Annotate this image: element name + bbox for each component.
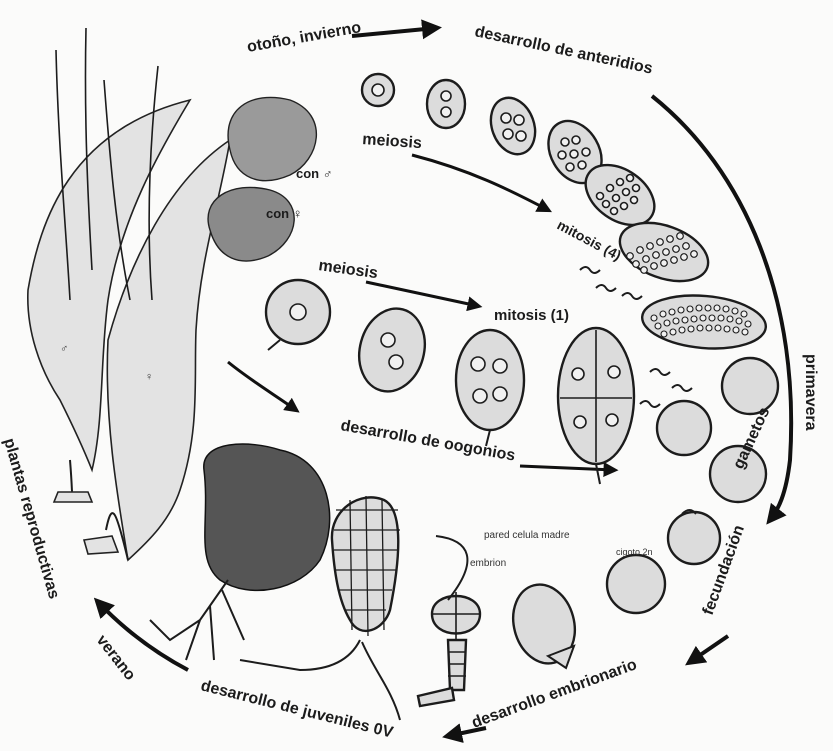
label-verano: verano bbox=[93, 632, 139, 684]
embryo-stages: pared celula madre embrion bbox=[150, 444, 583, 720]
antheridium-1 bbox=[362, 74, 394, 106]
cigoto-label: cigoto 2n bbox=[616, 547, 653, 557]
arrow-oogonios-end bbox=[520, 466, 614, 470]
oogonium-1 bbox=[266, 280, 330, 350]
gametophytes: con ♂ con ♀ bbox=[208, 97, 332, 261]
female-plant-symbol: ♀ bbox=[145, 371, 153, 383]
female-holdfast bbox=[84, 536, 118, 554]
antheridium-2 bbox=[427, 80, 465, 128]
egg-1 bbox=[722, 358, 778, 414]
con-female-label: con ♀ bbox=[266, 206, 302, 221]
label-primavera: primavera bbox=[802, 354, 819, 431]
label-mitosis-4: mitosis (4) bbox=[555, 217, 624, 264]
sperm-1 bbox=[580, 267, 600, 273]
embryo-3 bbox=[418, 592, 480, 706]
female-gametophyte bbox=[208, 187, 294, 261]
oogonium-4 bbox=[558, 328, 634, 484]
label-meiosis-top: meiosis bbox=[362, 131, 423, 152]
label-desarrollo-juveniles: desarrollo de juveniles 0V bbox=[199, 677, 395, 741]
antheridium-7 bbox=[640, 291, 768, 354]
reproductive-plants: ♂ ♀ bbox=[28, 28, 230, 560]
male-holdfast bbox=[54, 492, 92, 502]
male-stipe bbox=[70, 460, 72, 491]
oogonium-2 bbox=[350, 301, 434, 399]
male-plant-symbol: ♂ bbox=[60, 343, 68, 355]
label-otono-invierno: otoño, invierno bbox=[246, 19, 363, 56]
sperm-4 bbox=[650, 369, 670, 375]
label-desarrollo-anteridios: desarrollo de anteridios bbox=[473, 23, 654, 77]
label-plantas-reproductivas: plantas reproductivas bbox=[0, 436, 62, 601]
embrion-label: embrion bbox=[470, 558, 506, 569]
sperm-6 bbox=[640, 401, 660, 407]
arrow-oogonios-start bbox=[228, 362, 296, 410]
arrow-fecundacion bbox=[690, 636, 728, 662]
zygote-fertilizing bbox=[668, 512, 720, 564]
sperm-2 bbox=[596, 285, 616, 291]
arrow-otono bbox=[352, 28, 436, 36]
zygote bbox=[607, 555, 665, 613]
pared-celula-madre-label: pared celula madre bbox=[484, 530, 570, 541]
antheridium-3 bbox=[483, 92, 542, 161]
embryo-2 bbox=[505, 578, 584, 671]
label-mitosis-1: mitosis (1) bbox=[494, 307, 569, 324]
oogonium-3 bbox=[456, 330, 524, 446]
con-male-label: con ♂ bbox=[296, 166, 332, 181]
mother-wall-pointer bbox=[436, 536, 467, 600]
label-desarrollo-embrionario: desarrollo embrionario bbox=[470, 656, 640, 732]
label-meiosis-bottom: meiosis bbox=[317, 257, 378, 282]
sperm-3 bbox=[622, 293, 642, 299]
arrow-meiosis-male bbox=[412, 155, 548, 210]
sperm-5 bbox=[672, 385, 692, 391]
arrow-meiosis-female bbox=[366, 282, 478, 306]
juvenile-rhizoid bbox=[362, 642, 400, 720]
juvenile-stipe bbox=[240, 640, 360, 670]
egg-2 bbox=[657, 401, 711, 455]
